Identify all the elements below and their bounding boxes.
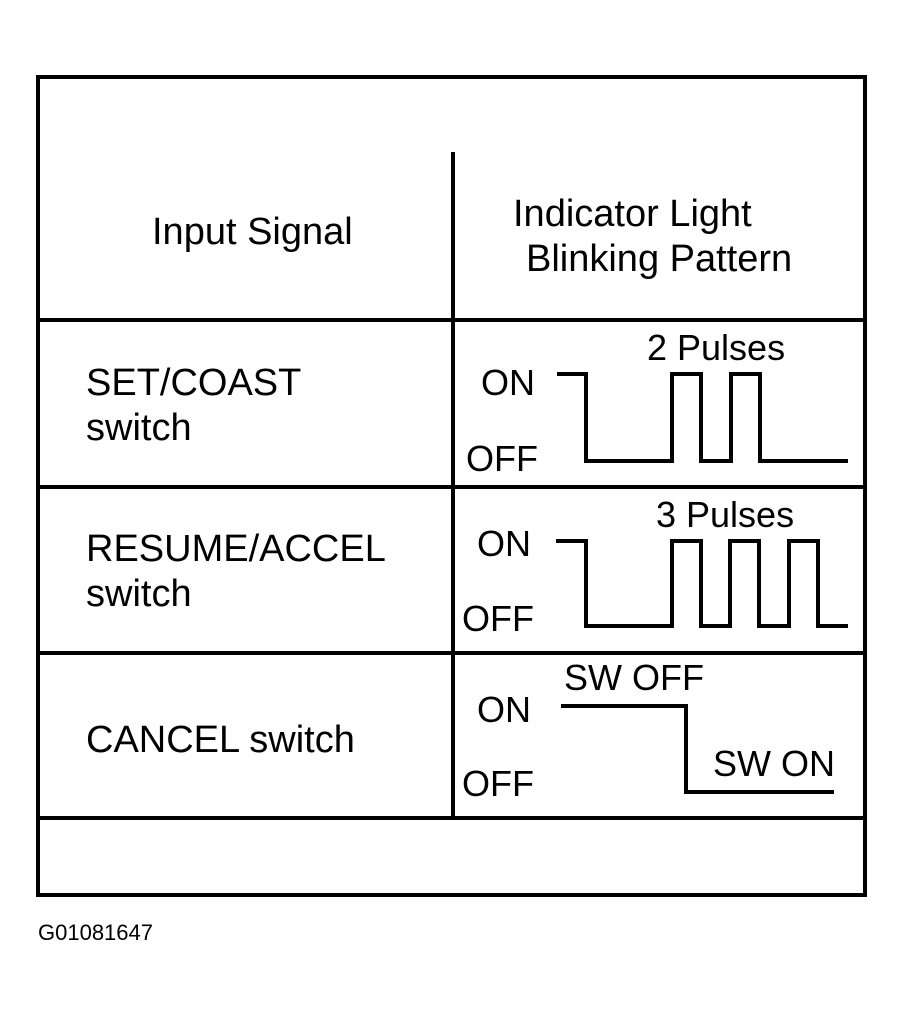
pulse-annotation: 2 Pulses — [647, 327, 785, 368]
header-input-signal: Input Signal — [152, 211, 353, 253]
sw-off-label: SW OFF — [564, 657, 704, 698]
pulse-annotation: 3 Pulses — [656, 494, 794, 535]
on-label: ON — [481, 362, 535, 403]
signal-label: switch — [86, 407, 192, 449]
on-label: ON — [477, 689, 531, 730]
signal-label: switch — [86, 573, 192, 615]
sw-on-label: SW ON — [713, 743, 835, 784]
signal-label: SET/COAST — [86, 362, 301, 404]
signal-label: RESUME/ACCEL — [86, 528, 386, 570]
off-label: OFF — [466, 438, 538, 479]
off-label: OFF — [462, 598, 534, 639]
waveform-set-coast — [557, 372, 848, 463]
waveform-cancel — [561, 704, 834, 794]
header-pattern-line2: Blinking Pattern — [526, 238, 792, 280]
signal-label: CANCEL switch — [86, 719, 355, 761]
on-label: ON — [477, 523, 531, 564]
waveform-resume-accel — [556, 539, 848, 628]
off-label: OFF — [462, 763, 534, 804]
figure-code: G01081647 — [38, 920, 153, 945]
header-pattern-line1: Indicator Light — [513, 193, 752, 235]
